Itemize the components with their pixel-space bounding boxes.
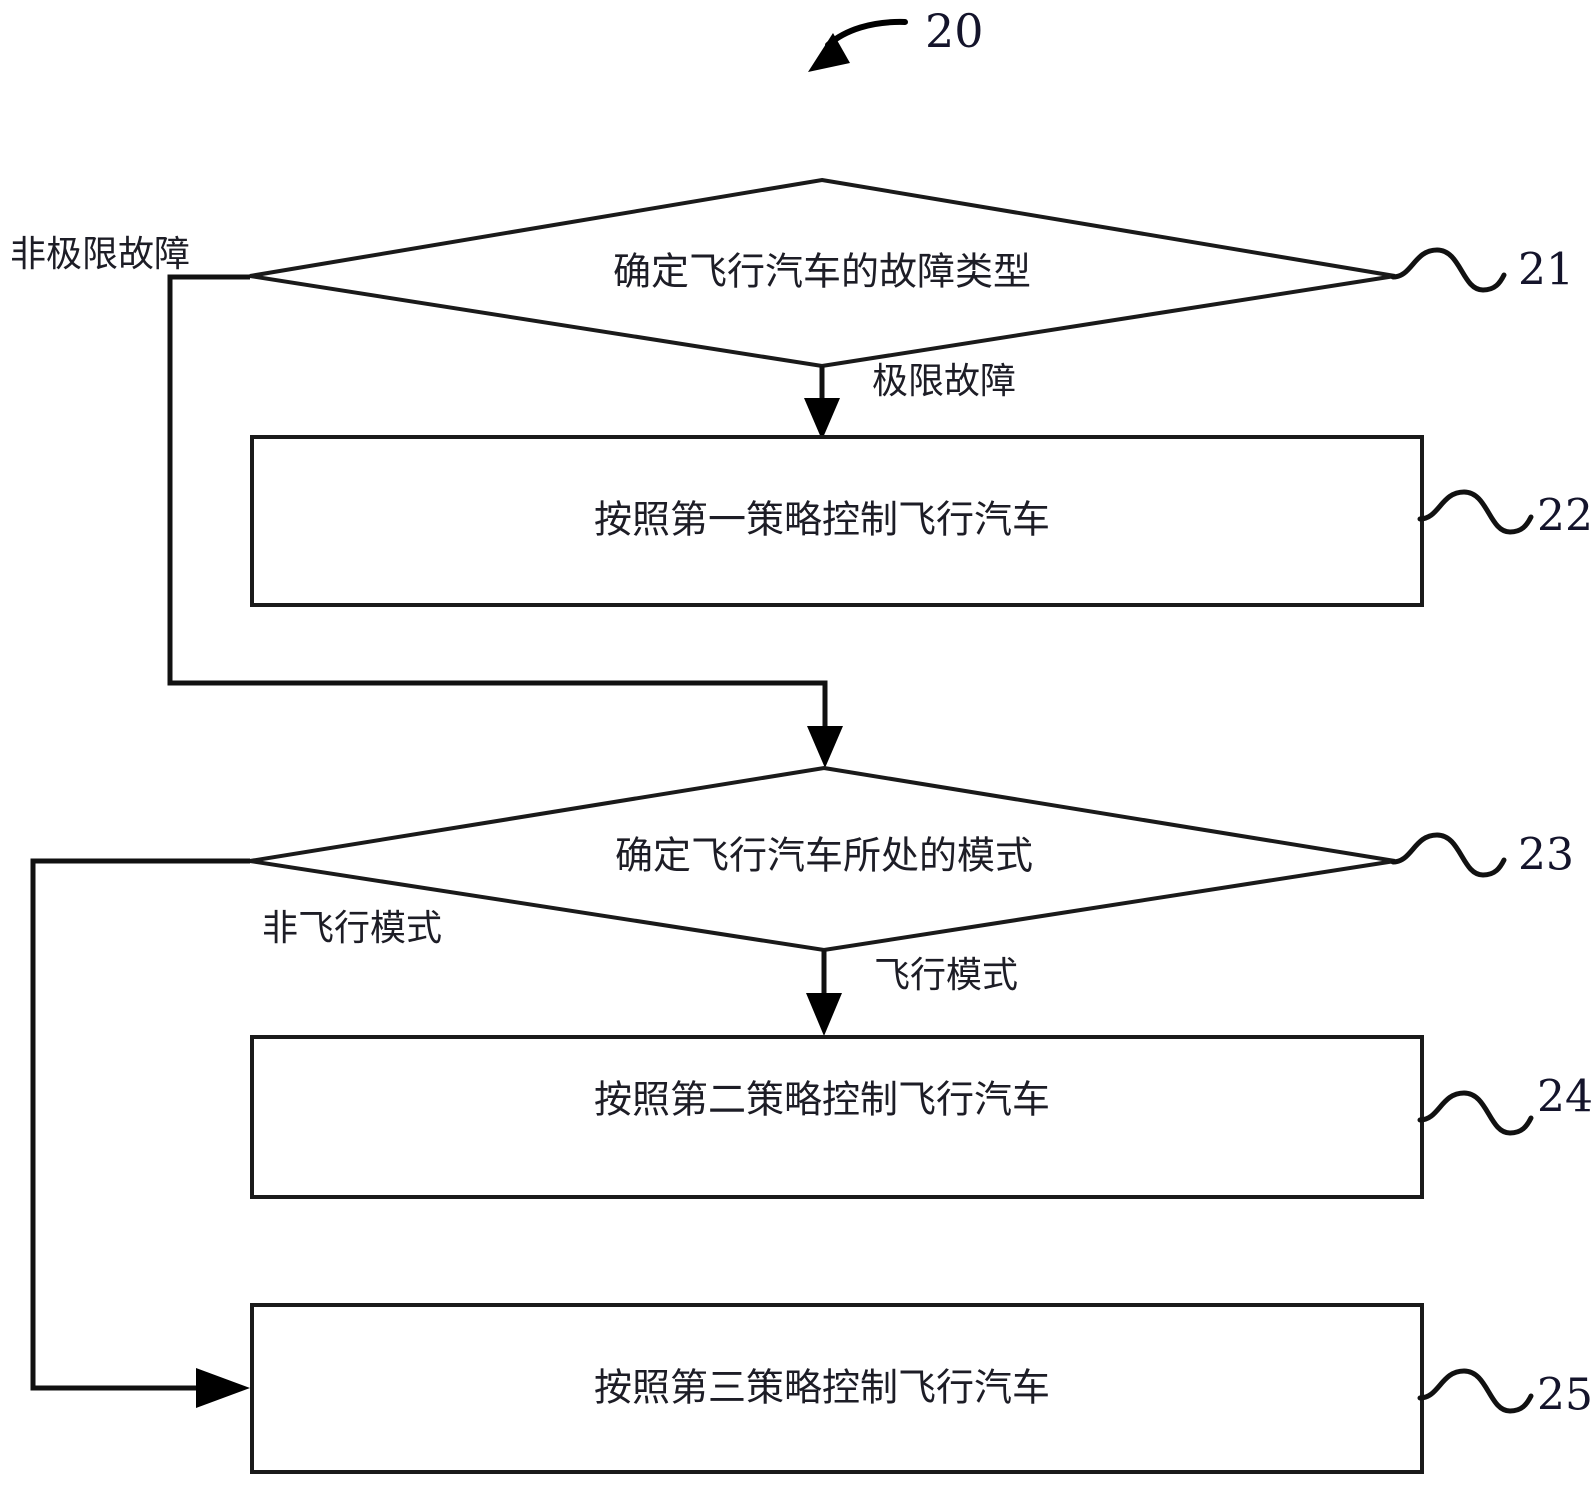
ref-leader-24 xyxy=(1417,1090,1534,1136)
process-shape-22 xyxy=(250,435,1424,607)
connector-21-to-22 xyxy=(804,366,840,440)
ref-number-23: 23 xyxy=(1518,830,1574,881)
ref-leader-25 xyxy=(1417,1368,1534,1414)
figure-number-20: 20 xyxy=(925,4,984,58)
process-shape-24 xyxy=(250,1035,1424,1199)
edge-label-flight-mode: 飞行模式 xyxy=(874,955,1018,996)
connector-23-to-24 xyxy=(806,950,842,1036)
ref-number-25: 25 xyxy=(1537,1370,1593,1421)
figure-callout-arrow xyxy=(808,18,908,72)
edge-label-non-flight-mode: 非飞行模式 xyxy=(262,908,442,949)
edge-label-extreme-fault: 极限故障 xyxy=(872,361,1016,402)
ref-number-24: 24 xyxy=(1537,1072,1593,1123)
connector-21-to-23 xyxy=(167,274,843,768)
ref-number-21: 21 xyxy=(1518,245,1574,296)
connector-23-to-25 xyxy=(30,858,250,1408)
node-step22: 按照第一策略控制飞行汽车 xyxy=(250,435,1424,607)
node-label-step21: 确定飞行汽车的故障类型 xyxy=(613,250,1031,294)
ref-leader-23 xyxy=(1390,832,1507,878)
node-step25: 按照第三策略控制飞行汽车 xyxy=(250,1303,1424,1474)
node-label-step23: 确定飞行汽车所处的模式 xyxy=(615,834,1033,878)
process-shape-25 xyxy=(250,1303,1424,1474)
node-label-step25: 按照第三策略控制飞行汽车 xyxy=(594,1366,1050,1410)
ref-leader-22 xyxy=(1417,489,1534,535)
ref-leader-21 xyxy=(1390,247,1507,293)
node-step24: 按照第二策略控制飞行汽车 xyxy=(250,1035,1424,1199)
node-step21: 确定飞行汽车的故障类型 xyxy=(249,177,1396,369)
edge-label-non-extreme-fault: 非极限故障 xyxy=(10,234,190,275)
node-label-step24: 按照第二策略控制飞行汽车 xyxy=(594,1078,1050,1122)
node-label-step22: 按照第一策略控制飞行汽车 xyxy=(594,498,1050,542)
ref-number-22: 22 xyxy=(1537,491,1593,542)
